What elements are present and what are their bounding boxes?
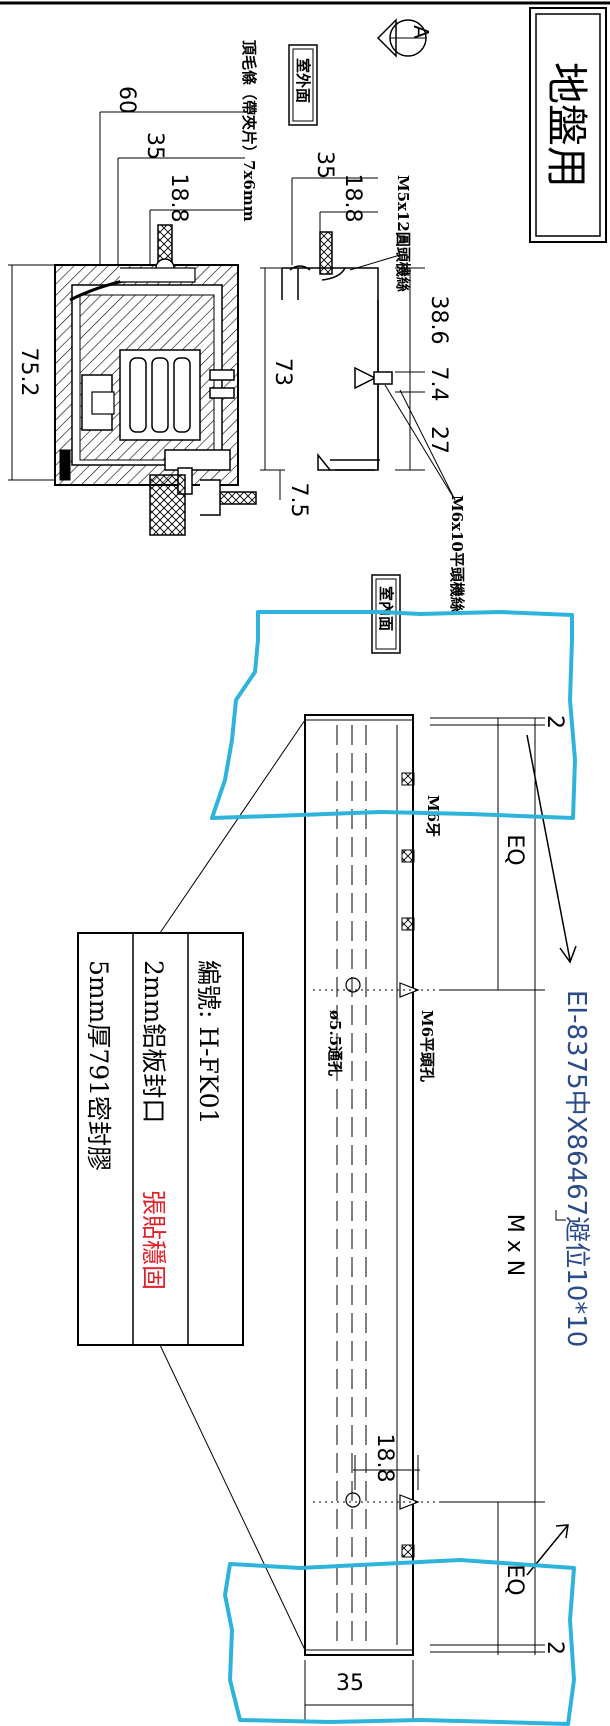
dim-7-5: 7.5 (286, 483, 311, 518)
cross-section-left (54, 224, 257, 536)
dim-7-4: 7.4 (426, 367, 451, 402)
dim-eq-bottom: EQ (502, 1564, 527, 1595)
dim-35-bottom: 35 (336, 1671, 364, 1696)
blue-annotation: EI-8375中X86467避位10*10 (526, 734, 591, 1576)
title-block-seal: 2mm鋁板封口 (139, 960, 168, 1123)
middle-profile (281, 231, 393, 471)
dim-75-2: 75.2 (16, 348, 41, 397)
title-block-seal-note: 張貼穩固 (139, 1190, 168, 1290)
annotation-text: EI-8375中X86467避位10*10 (561, 990, 591, 1347)
dim-18-8-bottom: 18.8 (372, 1434, 397, 1483)
title-box: 地盤用 (529, 7, 607, 243)
dim-60: 60 (114, 86, 139, 114)
screw-m5-label: M5x12圓頭機絲 (394, 175, 412, 292)
middle-dimensions (260, 177, 425, 500)
dim-35-left: 35 (142, 132, 167, 160)
highlight-scribble-bottom (223, 1558, 576, 1726)
dim-73: 73 (270, 358, 295, 386)
title-block-code: 編號: H-FK01 (194, 960, 223, 1124)
drawing-title: 地盤用 (542, 62, 591, 188)
m6-countersink-label: M6平頭孔 (418, 1010, 436, 1082)
top-trim-label: 頂毛條（帶夾片）7x6mm (240, 40, 258, 222)
screw-leaders (349, 254, 456, 501)
dim-18-8-left: 18.8 (166, 174, 191, 223)
outdoor-face-box: 室外面 (288, 44, 318, 126)
dim-18-8-mid: 18.8 (340, 174, 365, 223)
elevation-view (304, 714, 440, 1656)
dim-eq-top: EQ (502, 834, 527, 865)
dim-2-top: 2 (542, 715, 567, 729)
dim-mxn: M x N (502, 1214, 527, 1276)
dim-35-mid: 35 (312, 151, 337, 179)
through-hole-label: ø5.5通孔 (326, 1010, 344, 1076)
section-marker: A (376, 18, 433, 58)
elevation-leaders (159, 719, 306, 1651)
outdoor-face-label: 室外面 (294, 58, 312, 103)
highlight-scribble-top (210, 610, 577, 820)
elevation-dimensions (304, 717, 545, 1720)
section-marker-label: A (409, 25, 433, 39)
title-block-gasket: 5mm厚791密封膠 (84, 960, 113, 1171)
left-dimensions (8, 111, 245, 481)
indoor-face-label: 室內面 (377, 586, 395, 631)
m6-tap-label: M6牙 (424, 795, 442, 837)
title-block: 編號: H-FK01 2mm鋁板封口 張貼穩固 5mm厚791密封膠 (77, 932, 244, 1346)
dim-2-bottom: 2 (542, 1641, 567, 1655)
screw-m6-label: M6x10平頭機絲 (448, 495, 466, 612)
dim-38-6: 38.6 (426, 296, 451, 345)
